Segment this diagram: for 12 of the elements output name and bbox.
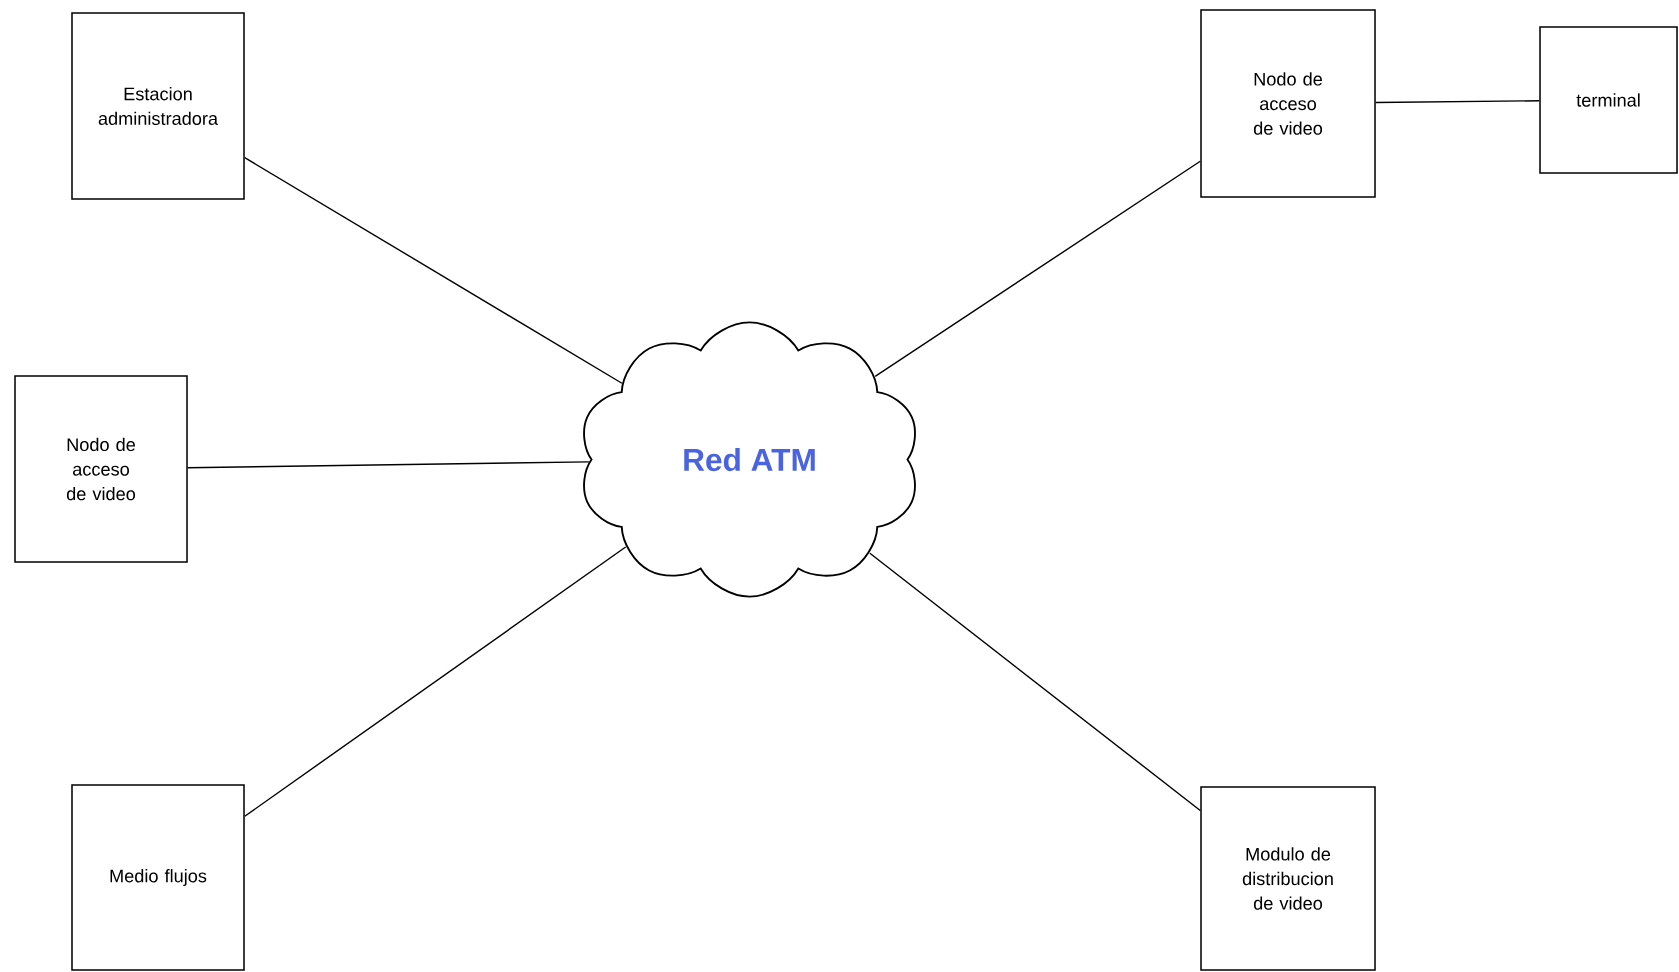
connector-line (874, 160, 1201, 378)
process-box: Estacion administradora (71, 12, 245, 200)
process-box: Medio flujos (71, 784, 245, 971)
process-box: Modulo de distribucion de video (1200, 786, 1376, 971)
process-box: terminal (1539, 26, 1678, 174)
connector-line (869, 552, 1201, 812)
connector-line (187, 461, 590, 469)
connector-line (244, 546, 627, 817)
process-box: Nodo de acceso de video (14, 375, 188, 563)
connector-line (244, 157, 623, 384)
connector-line (1375, 100, 1540, 104)
process-box: Nodo de acceso de video (1200, 9, 1376, 198)
